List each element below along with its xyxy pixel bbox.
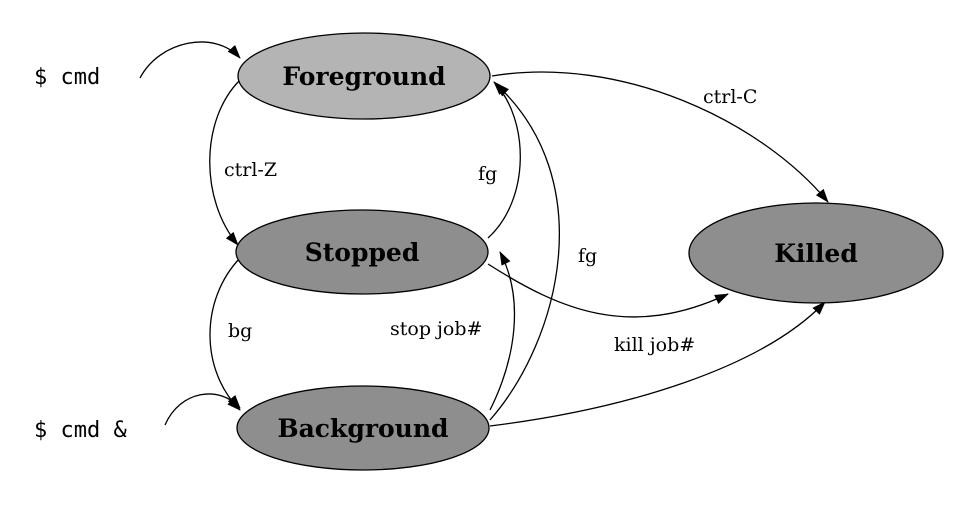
node-foreground: Foreground — [237, 32, 491, 120]
edge-cmd-bg-to-background — [164, 393, 241, 426]
edge-ctrl-c — [491, 71, 829, 203]
edge-stopped-to-killed — [487, 263, 729, 318]
node-background: Background — [236, 385, 490, 471]
fg-stopped-label: fg — [478, 163, 497, 185]
node-stopped-label: Stopped — [305, 238, 420, 267]
ctrl-c-label: ctrl-C — [703, 86, 757, 108]
cmd-bg-label: $ cmd & — [34, 418, 127, 443]
node-killed-label: Killed — [774, 239, 858, 268]
edge-fg-stopped-to-foreground — [487, 81, 521, 239]
kill-job-label: kill job# — [614, 334, 695, 356]
edge-ctrl-z — [209, 79, 241, 246]
bg-label: bg — [228, 320, 252, 342]
edge-bg — [209, 257, 241, 411]
edge-stop-job — [489, 251, 516, 411]
node-background-label: Background — [277, 414, 448, 443]
node-stopped: Stopped — [235, 209, 489, 295]
ctrl-z-label: ctrl-Z — [224, 159, 277, 181]
cmd-label: $ cmd — [34, 65, 100, 90]
edge-fg-background-to-foreground — [489, 83, 560, 421]
node-killed: Killed — [688, 202, 944, 304]
node-foreground-label: Foreground — [282, 62, 445, 91]
edge-kill-job — [489, 301, 826, 427]
fg-background-label: fg — [578, 245, 597, 267]
stop-job-label: stop job# — [390, 318, 482, 340]
edge-cmd-to-foreground — [139, 41, 241, 79]
